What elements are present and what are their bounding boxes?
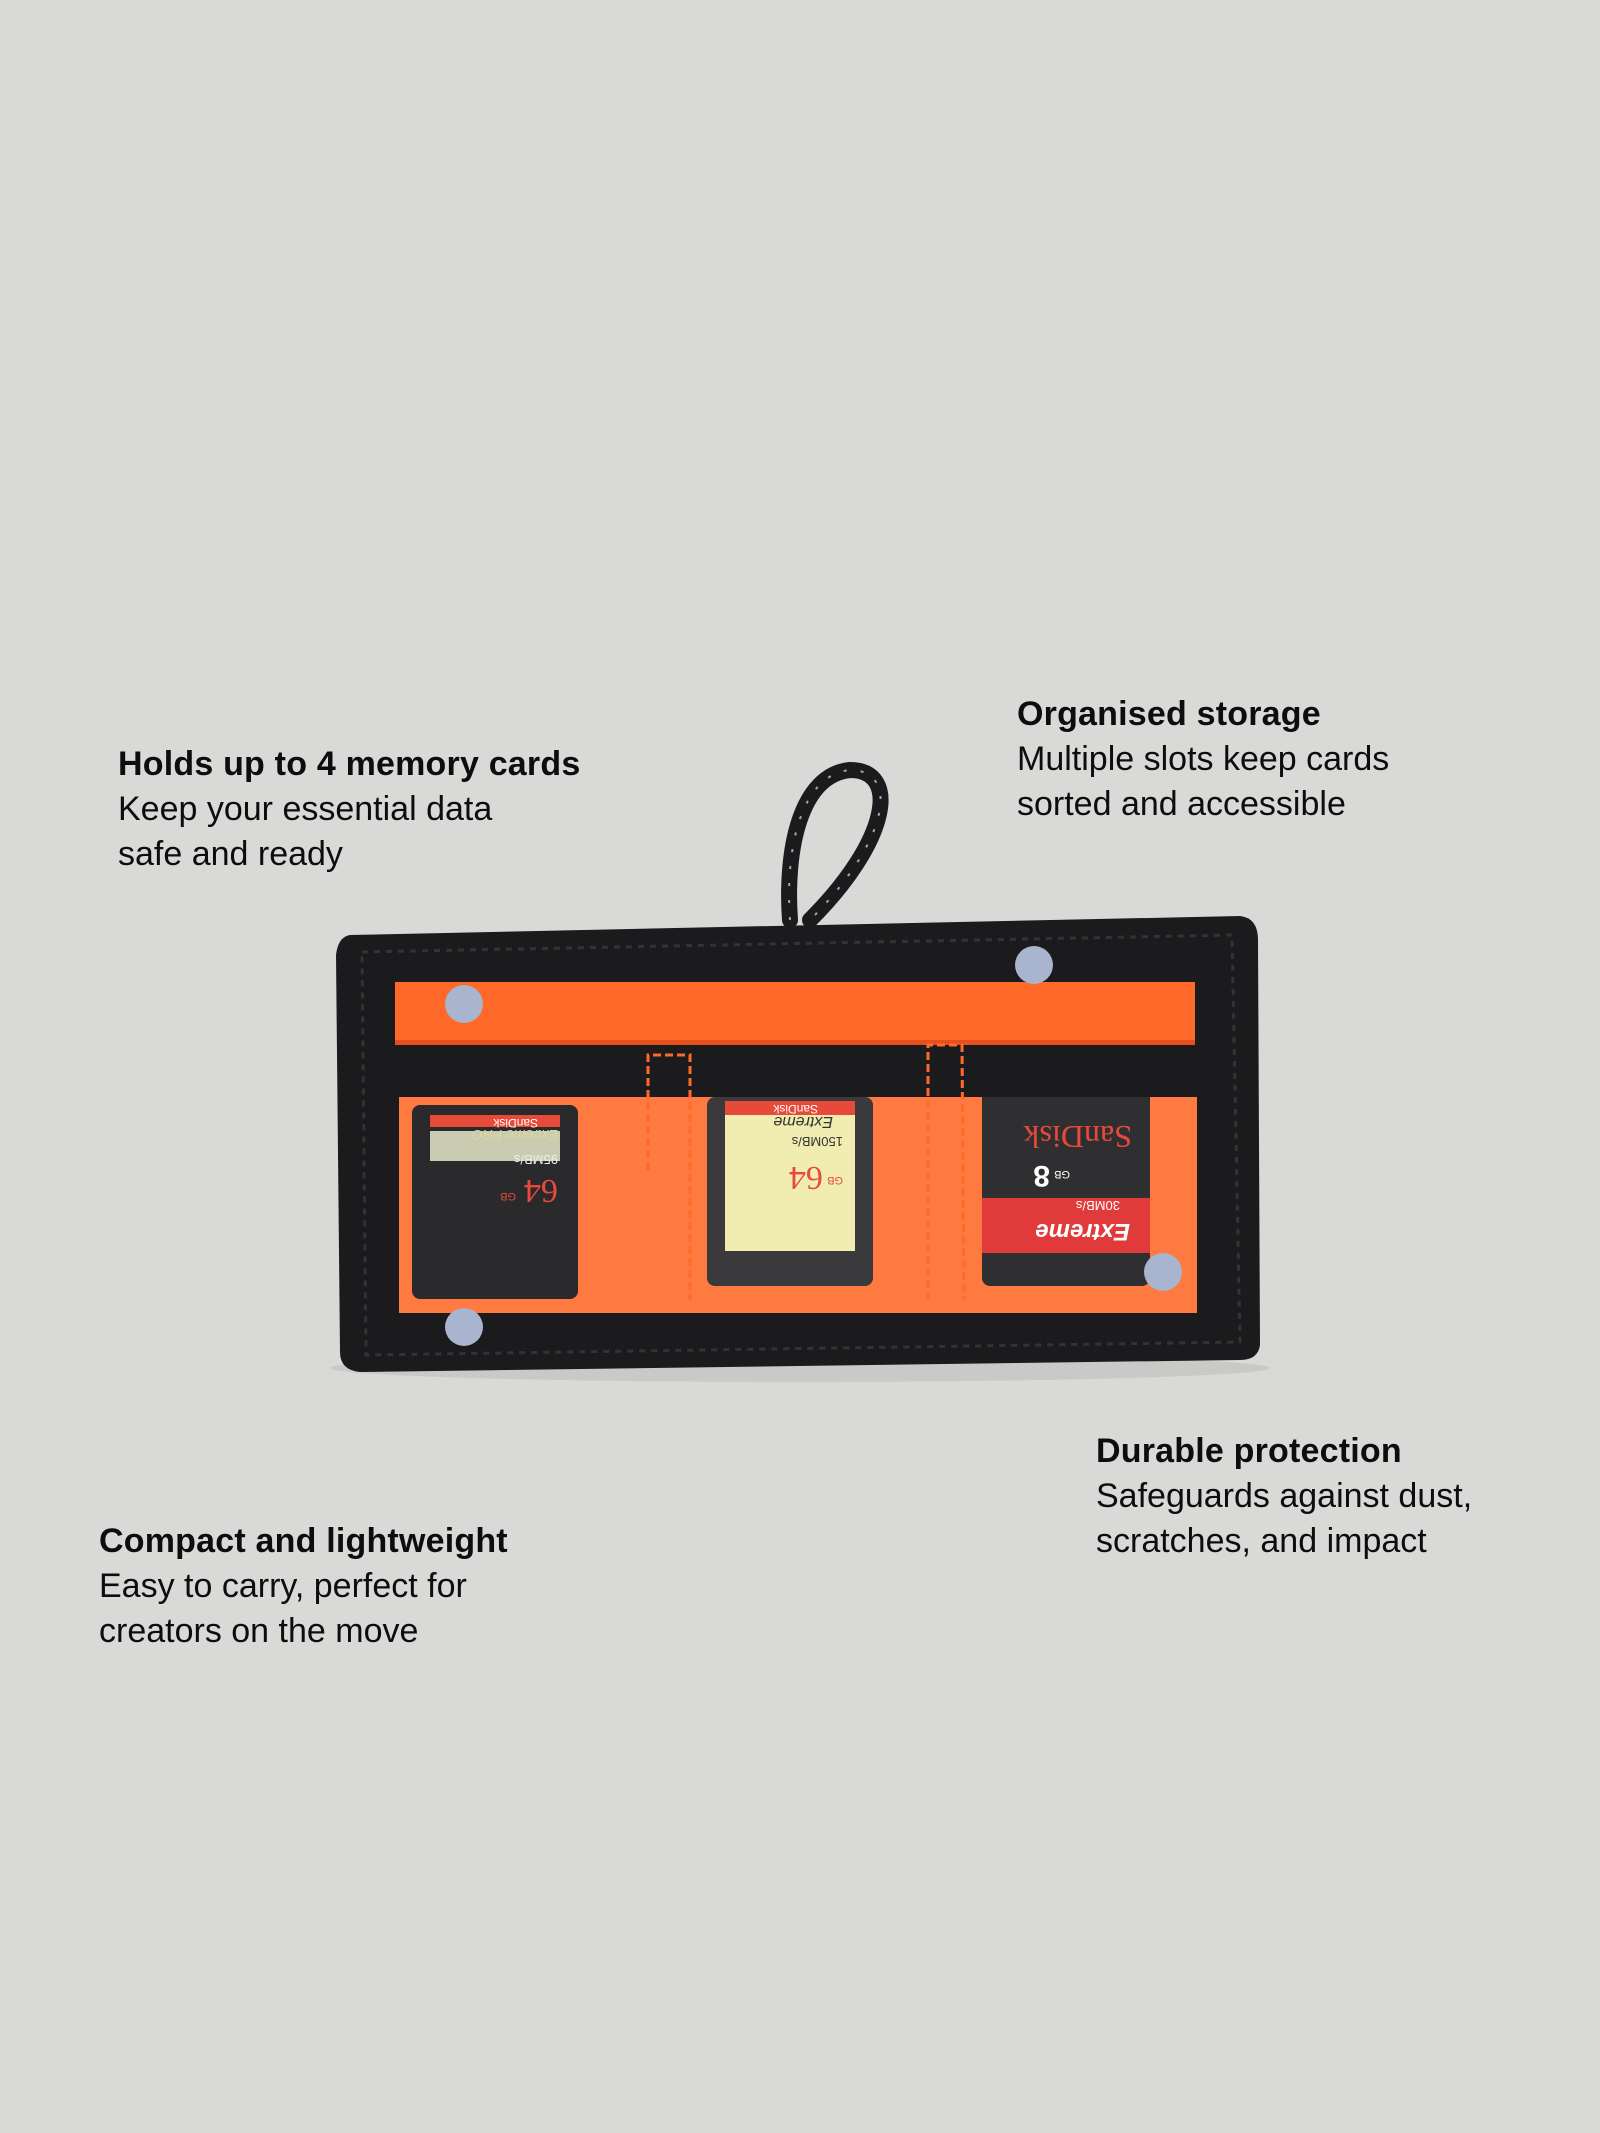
feature-organised: Organised storage Multiple slots keep ca… — [1017, 692, 1389, 827]
svg-text:Extreme: Extreme — [773, 1113, 833, 1130]
svg-text:GB: GB — [500, 1190, 516, 1202]
svg-text:SanDisk: SanDisk — [1024, 1119, 1132, 1155]
svg-text:150MB/s: 150MB/s — [791, 1134, 843, 1149]
memory-card: SanDisk 8 GB 30MB/s Extreme — [982, 1088, 1150, 1286]
feature-desc-line: Multiple slots keep cards — [1017, 740, 1390, 778]
feature-capacity: Holds up to 4 memory cards Keep your ess… — [118, 742, 580, 877]
memory-card: 64 GB 95MB/s Extreme PRO SanDisk — [412, 1105, 578, 1299]
feature-desc-line: safe and ready — [118, 835, 343, 873]
feature-title: Organised storage — [1017, 695, 1321, 733]
feature-title: Holds up to 4 memory cards — [118, 745, 581, 783]
feature-desc-line: scratches, and impact — [1096, 1522, 1427, 1560]
memory-card: 64 GB 150MB/s Extreme SanDisk — [707, 1097, 873, 1286]
svg-text:95MB/s: 95MB/s — [513, 1152, 558, 1167]
hotspot-dot[interactable] — [445, 985, 483, 1023]
svg-text:8: 8 — [1033, 1159, 1050, 1192]
feature-desc-line: Keep your essential data — [118, 790, 493, 828]
feature-desc-line: Safeguards against dust, — [1096, 1477, 1473, 1515]
svg-text:SanDisk: SanDisk — [772, 1102, 818, 1116]
feature-compact: Compact and lightweight Easy to carry, p… — [99, 1519, 508, 1654]
feature-title: Compact and lightweight — [99, 1522, 508, 1560]
feature-title: Durable protection — [1096, 1432, 1402, 1470]
feature-desc-line: sorted and accessible — [1017, 785, 1346, 823]
svg-text:30MB/s: 30MB/s — [1075, 1198, 1120, 1213]
svg-text:64: 64 — [789, 1159, 823, 1196]
wallet-top-band — [395, 982, 1195, 1045]
hotspot-dot[interactable] — [445, 1308, 483, 1346]
feature-desc-line: Easy to carry, perfect for — [99, 1567, 467, 1605]
svg-text:GB: GB — [827, 1174, 843, 1186]
svg-text:64: 64 — [524, 1172, 558, 1209]
svg-text:GB: GB — [1054, 1168, 1070, 1180]
feature-durable: Durable protection Safeguards against du… — [1096, 1429, 1472, 1564]
svg-text:Extreme PRO: Extreme PRO — [472, 1127, 558, 1143]
wallet-strap — [395, 1045, 1197, 1097]
hotspot-dot[interactable] — [1144, 1253, 1182, 1291]
feature-desc-line: creators on the move — [99, 1612, 419, 1650]
svg-text:Extreme: Extreme — [1035, 1218, 1130, 1245]
svg-text:SanDisk: SanDisk — [492, 1116, 538, 1130]
hotspot-dot[interactable] — [1015, 946, 1053, 984]
wallet-loop — [781, 761, 889, 928]
